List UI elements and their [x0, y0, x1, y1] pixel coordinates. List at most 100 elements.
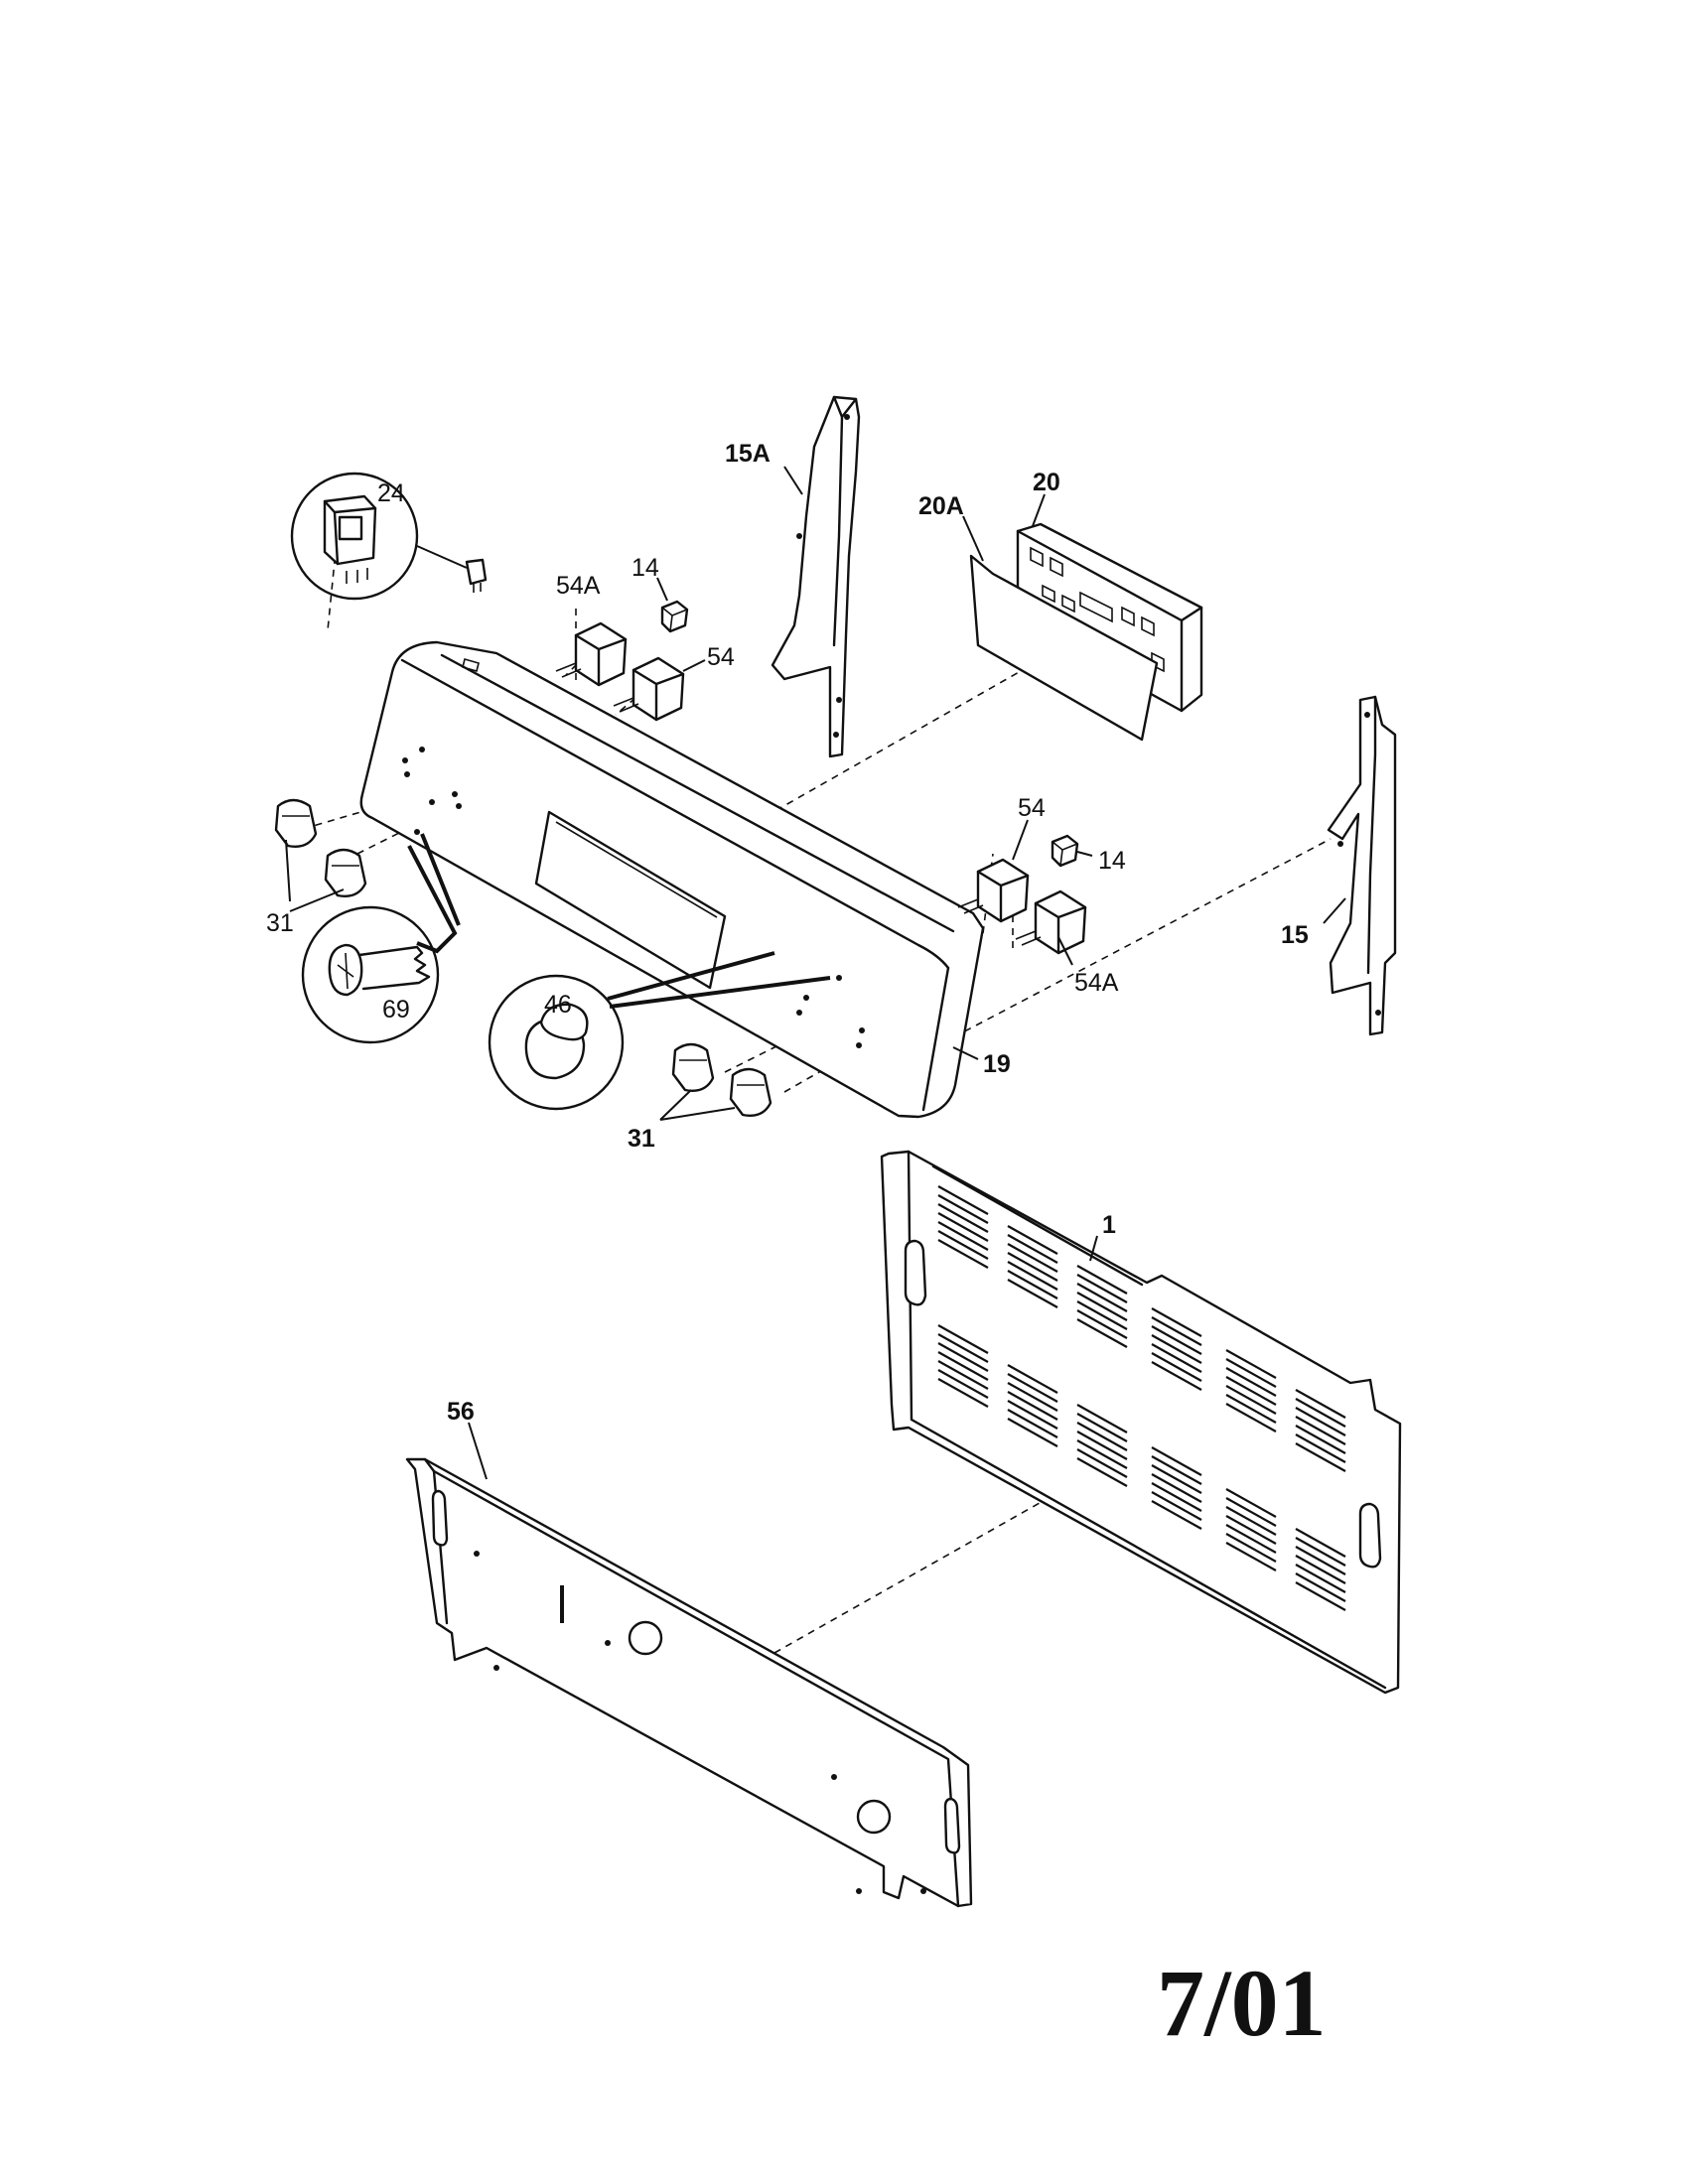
vent-slot	[1225, 1367, 1277, 1397]
part-15-end-bracket	[1327, 695, 1397, 1036]
vent-slot	[1295, 1546, 1346, 1575]
vent-slot	[1225, 1524, 1277, 1554]
vent-slot	[1295, 1442, 1346, 1472]
revision-date: 7/01	[1157, 1950, 1327, 2056]
vent-slot	[1076, 1309, 1128, 1339]
part-24-rocker-switch	[290, 472, 488, 601]
callout-15: 15	[1281, 921, 1309, 949]
vent-slot	[1295, 1581, 1346, 1611]
vent-slot	[1225, 1488, 1277, 1518]
vent-slot	[937, 1185, 989, 1215]
vent-slot	[1007, 1391, 1058, 1421]
vent-slot	[1076, 1404, 1128, 1433]
vent-slot	[1076, 1457, 1128, 1487]
vent-slot	[1225, 1358, 1277, 1388]
vent-slot	[1007, 1373, 1058, 1403]
part-14-indicator-light-right	[1051, 834, 1079, 868]
vent-slot	[1007, 1364, 1058, 1394]
vent-slot	[937, 1221, 989, 1251]
part-14-indicator-light-top	[660, 600, 689, 633]
callout-20A: 20A	[918, 492, 964, 520]
part-46-push-button	[488, 951, 831, 1111]
vent-slot	[937, 1378, 989, 1408]
callout-69: 69	[382, 996, 410, 1024]
vent-slot	[1076, 1283, 1128, 1312]
vent-slot	[937, 1324, 989, 1354]
callout-24: 24	[377, 479, 405, 507]
callout-54A-right: 54A	[1074, 969, 1119, 997]
vent-slot	[937, 1342, 989, 1372]
callout-1: 1	[1102, 1211, 1116, 1239]
callout-19: 19	[983, 1050, 1011, 1078]
vent-slot	[1295, 1389, 1346, 1419]
callout-54-top: 54	[707, 643, 735, 671]
part-56-lower-panel	[405, 1457, 973, 1908]
vent-slot	[1076, 1413, 1128, 1442]
vent-slot	[1295, 1407, 1346, 1436]
vent-slot	[1225, 1497, 1277, 1527]
vent-slot	[1225, 1403, 1277, 1433]
vent-slot	[1007, 1261, 1058, 1291]
part-20A-overlay	[969, 554, 1159, 742]
part-15A-end-bracket	[771, 395, 861, 758]
vent-slot	[1295, 1425, 1346, 1454]
vent-slot	[1151, 1307, 1202, 1337]
vent-slot	[1076, 1292, 1128, 1321]
vent-slot	[1076, 1265, 1128, 1295]
vent-slot	[937, 1194, 989, 1224]
vent-slot	[1151, 1316, 1202, 1346]
callout-56: 56	[447, 1398, 475, 1426]
vent-slot	[1007, 1418, 1058, 1447]
vent-slot	[1151, 1343, 1202, 1373]
part-54-switch-top	[613, 656, 685, 722]
vent-slot	[1225, 1542, 1277, 1571]
callout-54A-top: 54A	[556, 572, 601, 600]
vent-slot	[1076, 1422, 1128, 1451]
part-54A-switch-top	[555, 621, 628, 687]
vent-slot	[1295, 1572, 1346, 1602]
part-69-screw	[301, 833, 461, 1044]
callout-31-bottom: 31	[628, 1125, 655, 1153]
part-31-knobs-bottom	[671, 1042, 772, 1117]
vent-slot	[937, 1369, 989, 1399]
vent-slot	[1076, 1274, 1128, 1303]
callout-54-right: 54	[1018, 794, 1046, 822]
vent-slot	[1007, 1243, 1058, 1273]
vent-slot	[1076, 1300, 1128, 1330]
callout-46: 46	[544, 991, 572, 1019]
vent-slot	[1225, 1394, 1277, 1424]
vent-slot	[1151, 1464, 1202, 1494]
vent-slot	[1007, 1270, 1058, 1299]
vent-slot	[1076, 1318, 1128, 1348]
vent-slot	[1295, 1537, 1346, 1567]
vent-slot	[1295, 1433, 1346, 1463]
vent-slot	[1225, 1533, 1277, 1563]
vent-slot	[937, 1360, 989, 1390]
part-19-control-panel	[359, 640, 985, 1119]
vent-slot	[937, 1203, 989, 1233]
callout-leaders	[285, 466, 1346, 1480]
vent-slot	[1151, 1473, 1202, 1503]
callout-14-right: 14	[1098, 847, 1126, 875]
vent-slot	[1076, 1448, 1128, 1478]
vent-slot	[1295, 1416, 1346, 1445]
vent-slot	[1076, 1431, 1128, 1460]
vent-slot	[1151, 1482, 1202, 1512]
callout-14-top: 14	[632, 554, 659, 582]
vent-slot	[1007, 1279, 1058, 1308]
vent-slot	[1007, 1409, 1058, 1438]
vent-slot	[1225, 1385, 1277, 1415]
vent-slot	[1151, 1361, 1202, 1391]
vent-slot	[1295, 1528, 1346, 1558]
vent-slot	[937, 1333, 989, 1363]
vent-slot	[1151, 1455, 1202, 1485]
vent-slot	[1007, 1382, 1058, 1412]
vent-slot	[1076, 1439, 1128, 1469]
vent-slot	[1151, 1491, 1202, 1521]
callout-20: 20	[1033, 469, 1060, 496]
vent-slot	[937, 1351, 989, 1381]
vent-slot	[1225, 1349, 1277, 1379]
vent-slot	[1007, 1400, 1058, 1430]
vent-slot	[1295, 1564, 1346, 1593]
